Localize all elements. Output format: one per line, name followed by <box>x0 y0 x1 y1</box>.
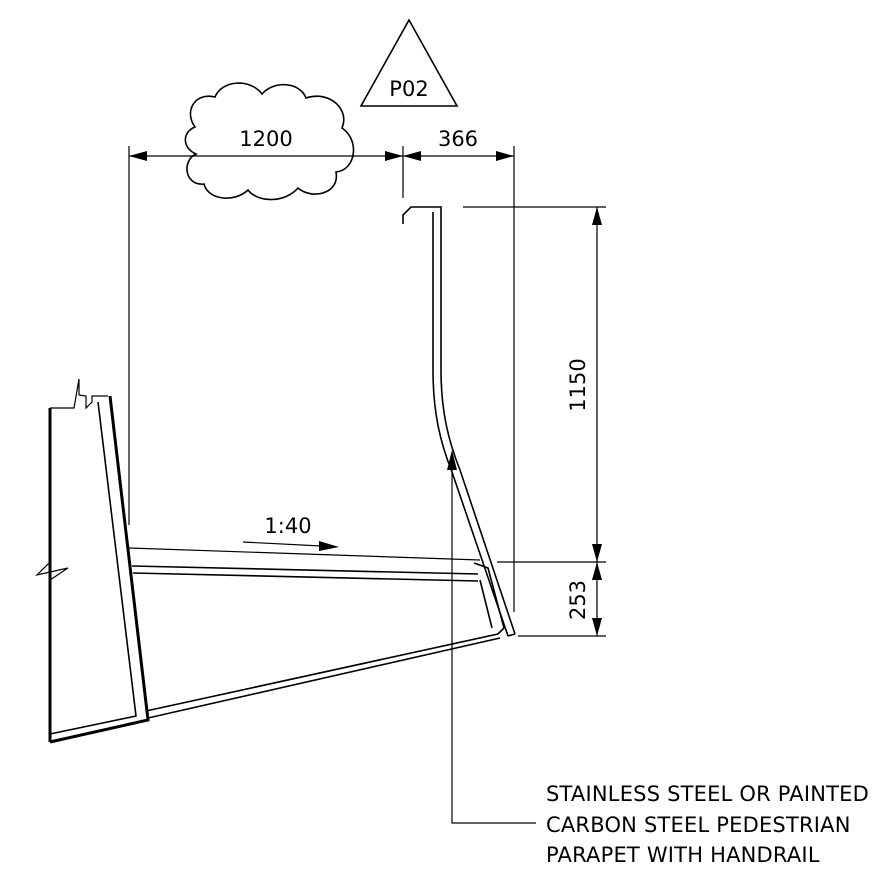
note-line-2: CARBON STEEL PEDESTRIAN <box>546 813 851 837</box>
revision-tag: P02 <box>389 77 428 101</box>
arrowhead <box>592 618 602 636</box>
revision-triangle-outline <box>359 18 459 107</box>
parapet-post-inner <box>432 212 509 637</box>
parapet-note: STAINLESS STEEL OR PAINTED CARBON STEEL … <box>546 782 869 867</box>
slab-soffit-outer <box>145 633 499 712</box>
slab-edge-outer <box>473 562 505 635</box>
arrowhead <box>592 562 602 580</box>
parapet-post-foot <box>507 633 516 637</box>
leader-arrowhead <box>447 450 457 470</box>
slab-top-inner <box>132 572 479 582</box>
dimension-1200: 1200 <box>128 127 404 525</box>
arrowhead <box>403 151 421 161</box>
adjacent-wall <box>35 378 150 744</box>
dim-366-label: 366 <box>438 127 478 151</box>
arrowhead <box>496 151 514 161</box>
arrowhead <box>129 151 147 161</box>
arrowhead <box>592 207 602 225</box>
slab-soffit-inner <box>147 637 501 719</box>
slope-label: 1:40 <box>264 514 311 538</box>
dimension-vertical: 1150 253 <box>463 206 606 637</box>
parapet-post-outer <box>402 206 516 635</box>
note-leader <box>447 450 536 824</box>
dim-1150-label: 1150 <box>566 358 590 411</box>
revision-cloud <box>184 82 355 201</box>
arrowhead <box>385 151 403 161</box>
revision-triangle: P02 <box>359 18 459 107</box>
slope-indicator: 1:40 <box>242 514 339 551</box>
wall-inner-line <box>49 401 137 735</box>
parapet-handrail <box>402 206 516 637</box>
slab-edge-inner <box>479 579 493 629</box>
footway-slab <box>128 547 505 719</box>
note-line-1: STAINLESS STEEL OR PAINTED <box>546 782 869 806</box>
dim-253-label: 253 <box>566 580 590 620</box>
dim-1200-label: 1200 <box>239 127 292 151</box>
note-line-3: PARAPET WITH HANDRAIL <box>546 843 820 867</box>
leader-line <box>451 469 536 824</box>
slab-top-outer <box>131 565 479 575</box>
slope-arrowhead <box>319 541 339 551</box>
break-line-side <box>35 561 69 581</box>
slope-arrow-line <box>242 541 322 547</box>
finish-line <box>128 547 481 561</box>
arrowhead <box>592 544 602 562</box>
break-line-top <box>50 378 108 410</box>
dimension-366: 366 <box>403 127 515 612</box>
wall-section <box>49 395 150 744</box>
